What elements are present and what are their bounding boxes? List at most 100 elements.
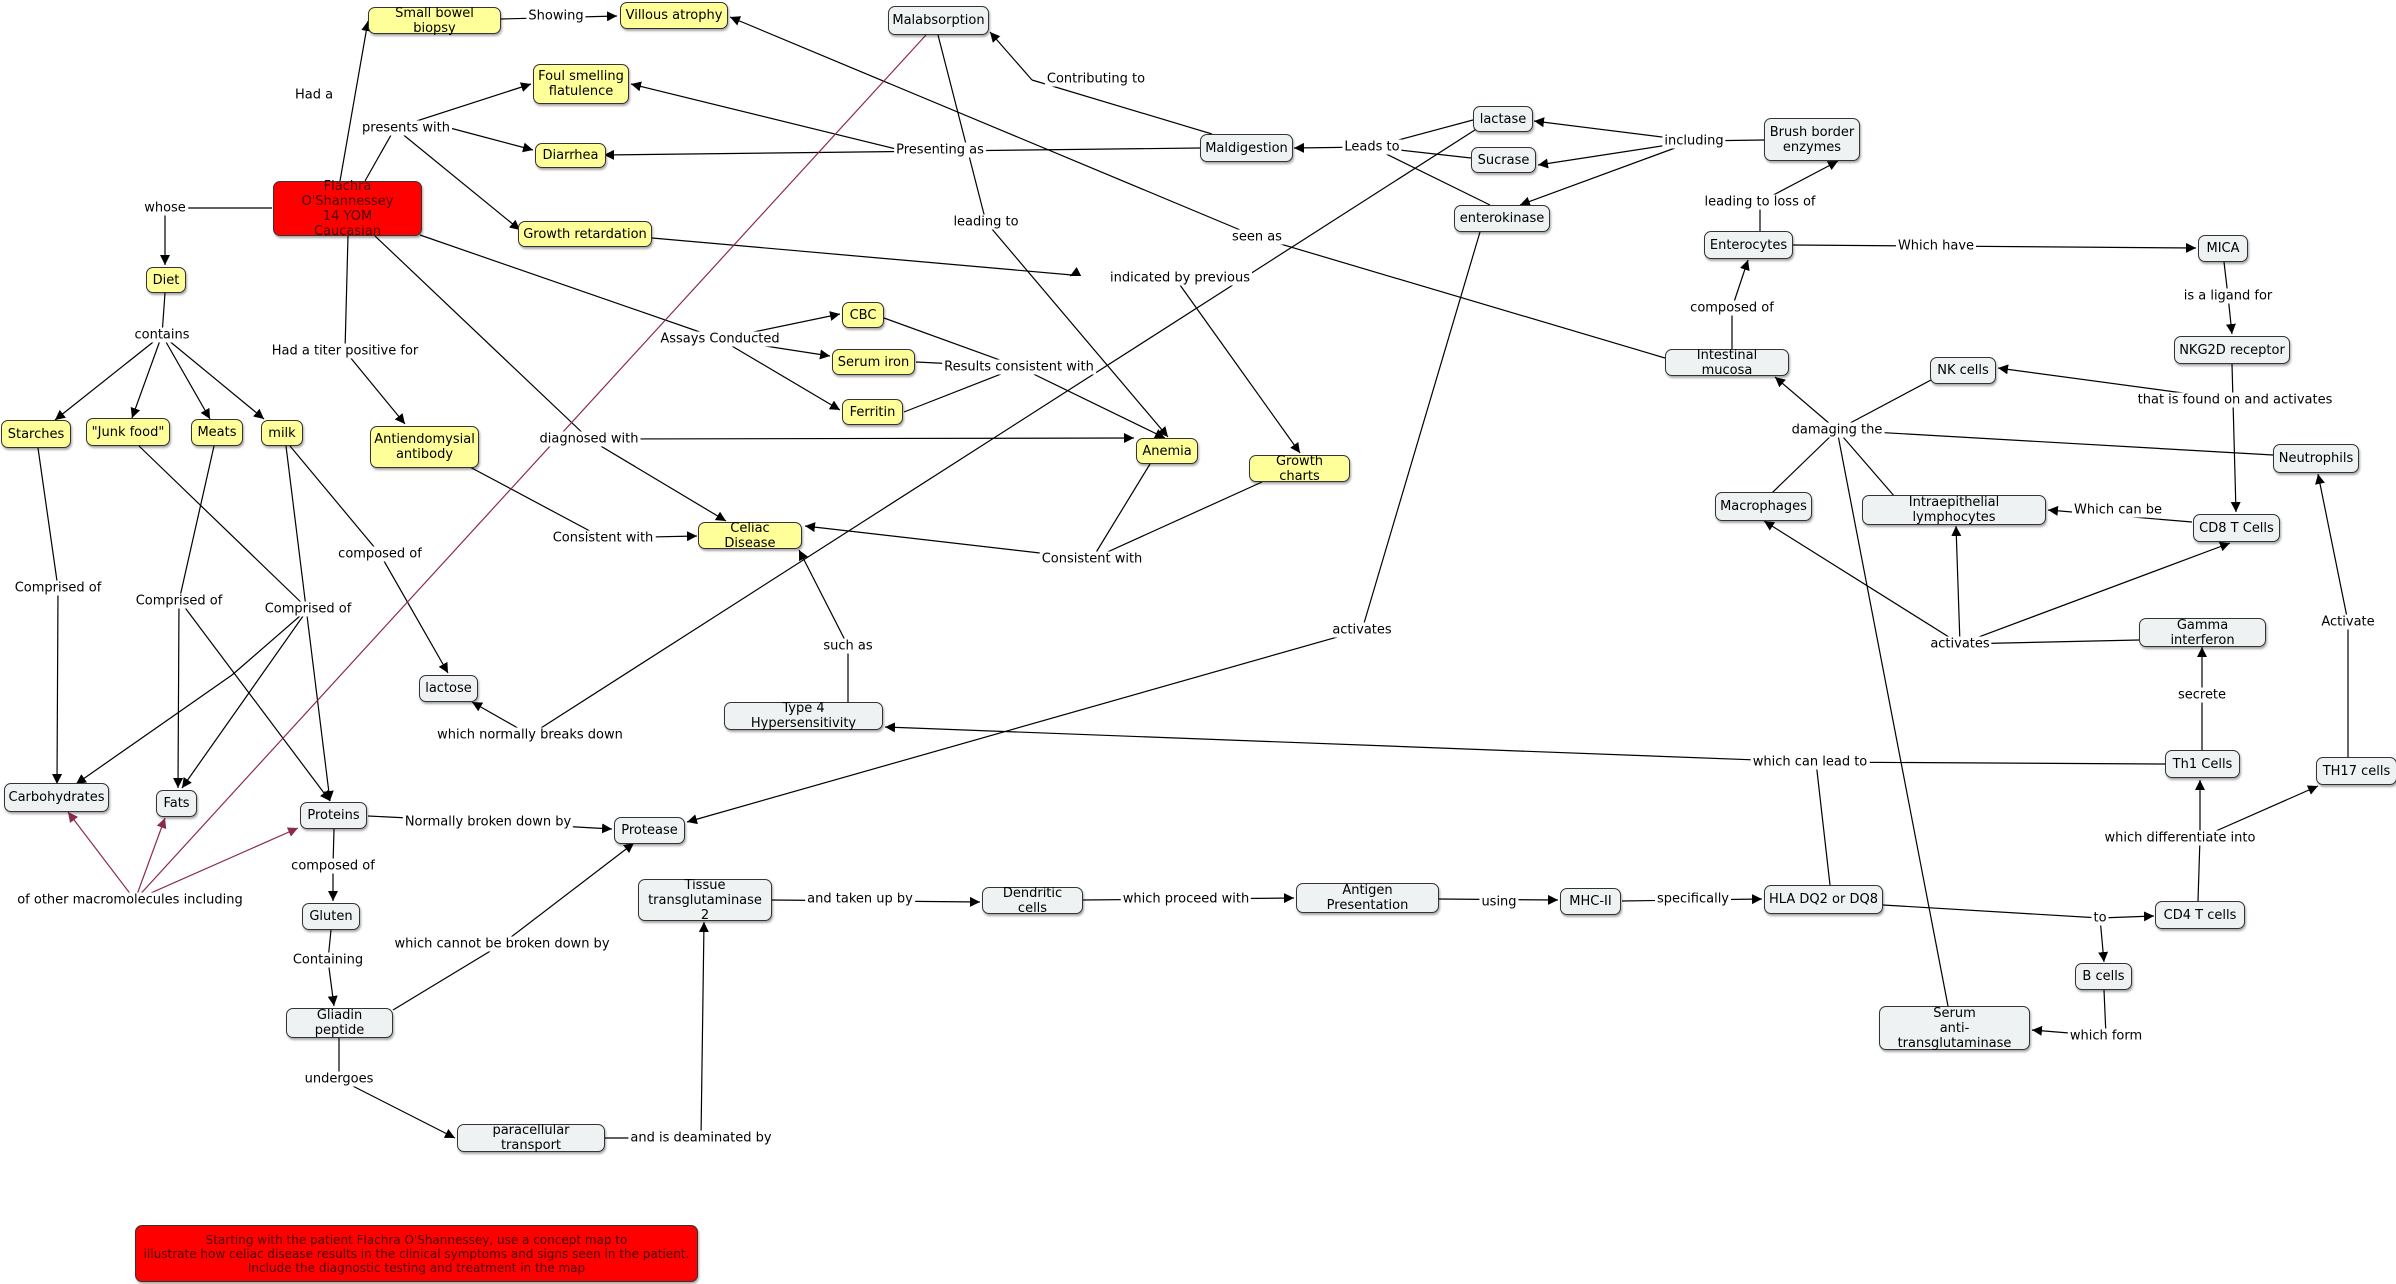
label-such-as: such as <box>821 638 875 654</box>
node-paracellular[interactable]: paracellular transport <box>457 1123 605 1153</box>
node-brush-border[interactable]: Brush border enzymes <box>1764 118 1860 161</box>
connector-line <box>181 608 309 789</box>
node-neutrophils[interactable]: Neutrophils <box>2273 444 2359 473</box>
node-iel[interactable]: Intraepithelial lymphocytes <box>1862 495 2046 525</box>
node-fats[interactable]: Fats <box>156 790 197 817</box>
node-th17[interactable]: TH17 cells <box>2316 757 2396 785</box>
node-ferritin[interactable]: Ferritin <box>842 399 903 425</box>
node-ttg2[interactable]: Tissue transglutaminase 2 <box>638 878 772 923</box>
node-maldigestion[interactable]: Maldigestion <box>1200 134 1293 162</box>
connector-line <box>1815 761 1831 886</box>
node-gamma-interferon[interactable]: Gamma interferon <box>2139 618 2266 648</box>
node-antiendomysial[interactable]: Antiendomysial antibody <box>370 426 479 468</box>
label-is-a-ligand-for: is a ligand for <box>2181 288 2275 304</box>
node-lactase[interactable]: lactase <box>1473 106 1533 132</box>
label-which-form: which form <box>2067 1028 2145 1044</box>
connector-line <box>989 31 1033 81</box>
connector-line <box>1361 231 1481 631</box>
label-specifically: specifically <box>1654 891 1732 907</box>
node-growth-retardation[interactable]: Growth retardation <box>518 221 652 247</box>
connector-line <box>985 221 1169 438</box>
node-carbohydrates[interactable]: Carbohydrates <box>4 783 109 812</box>
connector-line <box>588 438 727 522</box>
label-which-can-be: Which can be <box>2072 502 2164 518</box>
label-whose: whose <box>142 200 188 216</box>
node-enterocytes[interactable]: Enterocytes <box>1704 231 1793 259</box>
node-proteins[interactable]: Proteins <box>300 802 367 829</box>
label-and-taken-up-by: and taken up by <box>805 891 915 907</box>
node-hla[interactable]: HLA DQ2 or DQ8 <box>1764 885 1883 914</box>
label-containing: Containing <box>290 952 366 968</box>
connector-line <box>1031 79 1213 135</box>
node-gliadin[interactable]: Gliadin peptide <box>286 1008 393 1038</box>
connector-line <box>1763 520 1961 645</box>
label-presenting-as: Presenting as <box>894 142 986 158</box>
node-cbc[interactable]: CBC <box>842 302 884 328</box>
node-nkg2d[interactable]: NKG2D receptor <box>2174 336 2290 364</box>
connector-line <box>2103 989 2107 1037</box>
node-malabsorption[interactable]: Malabsorption <box>888 6 989 35</box>
label-comprised-of-junk: Comprised of <box>262 601 354 617</box>
node-nk-cells[interactable]: NK cells <box>1930 357 1996 384</box>
node-villous-atrophy[interactable]: Villous atrophy <box>620 2 728 29</box>
node-small-bowel-biopsy[interactable]: Small bowel biopsy <box>368 6 501 36</box>
label-which-normally-breaks-down: which normally breaks down <box>435 727 625 743</box>
label-consistent-with-antibody: Consistent with <box>550 530 656 546</box>
node-foul-flatulence[interactable]: Foul smelling flatulence <box>533 64 629 104</box>
connector-line <box>937 34 987 223</box>
node-mhc2[interactable]: MHC-II <box>1560 888 1621 915</box>
node-gluten[interactable]: Gluten <box>302 903 360 930</box>
node-celiac-disease[interactable]: Celiac Disease <box>698 521 802 551</box>
connector-line <box>467 465 604 539</box>
label-undergoes: undergoes <box>302 1071 376 1087</box>
node-junk-food[interactable]: "Junk food" <box>86 418 170 446</box>
node-serum-antitg[interactable]: Serum anti-transglutaminase <box>1879 1006 2030 1051</box>
node-growth-charts[interactable]: Growth charts <box>1249 454 1350 484</box>
connector-line <box>364 127 396 182</box>
label-found-on-activates: that is found on and activates <box>2135 392 2335 408</box>
connector-line <box>1519 140 1695 207</box>
node-macrophages[interactable]: Macrophages <box>1715 492 1812 521</box>
node-mica[interactable]: MICA <box>2198 235 2248 262</box>
connector-line <box>392 943 503 1011</box>
connector-line <box>1371 146 1491 206</box>
node-protease[interactable]: Protease <box>614 817 685 844</box>
connector-line <box>2230 363 2241 513</box>
node-th1[interactable]: Th1 Cells <box>2165 750 2240 778</box>
node-diarrhea[interactable]: Diarrhea <box>535 143 606 168</box>
node-antigen-presentation[interactable]: Antigen Presentation <box>1296 883 1439 913</box>
node-meats[interactable]: Meats <box>191 419 243 446</box>
node-dendritic-cells[interactable]: Dendritic cells <box>982 886 1083 916</box>
node-anemia[interactable]: Anemia <box>1136 438 1198 464</box>
node-diet[interactable]: Diet <box>146 267 186 293</box>
node-b-cells[interactable]: B cells <box>2075 963 2132 990</box>
label-normally-broken-down-by: Normally broken down by <box>402 814 574 830</box>
node-cd8[interactable]: CD8 T Cells <box>2193 514 2280 542</box>
connector-line <box>1836 429 1949 1007</box>
connector-line <box>1951 525 1962 645</box>
node-lactose[interactable]: lactose <box>419 675 478 702</box>
node-type4[interactable]: Type 4 Hypersensitivity <box>724 701 883 731</box>
node-enterokinase[interactable]: enterokinase <box>1454 205 1550 232</box>
connector-line <box>285 445 334 802</box>
connector-line <box>52 587 63 785</box>
connector-line <box>161 334 265 420</box>
label-deaminated: and is deaminated by <box>628 1130 774 1146</box>
node-serum-iron[interactable]: Serum iron <box>832 349 915 375</box>
connector-line <box>588 433 1135 444</box>
node-intestinal-mucosa[interactable]: Intestinal mucosa <box>1665 348 1789 378</box>
node-cd4[interactable]: CD4 T cells <box>2155 901 2245 929</box>
node-milk[interactable]: milk <box>261 420 303 446</box>
label-leading-to: leading to <box>951 214 1021 230</box>
connector-line <box>344 235 349 352</box>
label-which-have: Which have <box>1895 238 1977 254</box>
connector-line <box>1179 284 1301 454</box>
node-starches[interactable]: Starches <box>1 420 71 448</box>
connector-line <box>1959 541 2231 645</box>
connector-line <box>130 334 163 419</box>
node-patient[interactable]: Flachra O'Shannessey 14 YOM Caucasian <box>273 179 422 239</box>
instructions-box: Starting with the patient Flachra O'Shan… <box>135 1225 698 1282</box>
node-sucrase[interactable]: Sucrase <box>1471 147 1536 173</box>
label-indicated-by-previous: indicated by previous <box>1108 270 1252 286</box>
connector-line <box>67 811 136 901</box>
